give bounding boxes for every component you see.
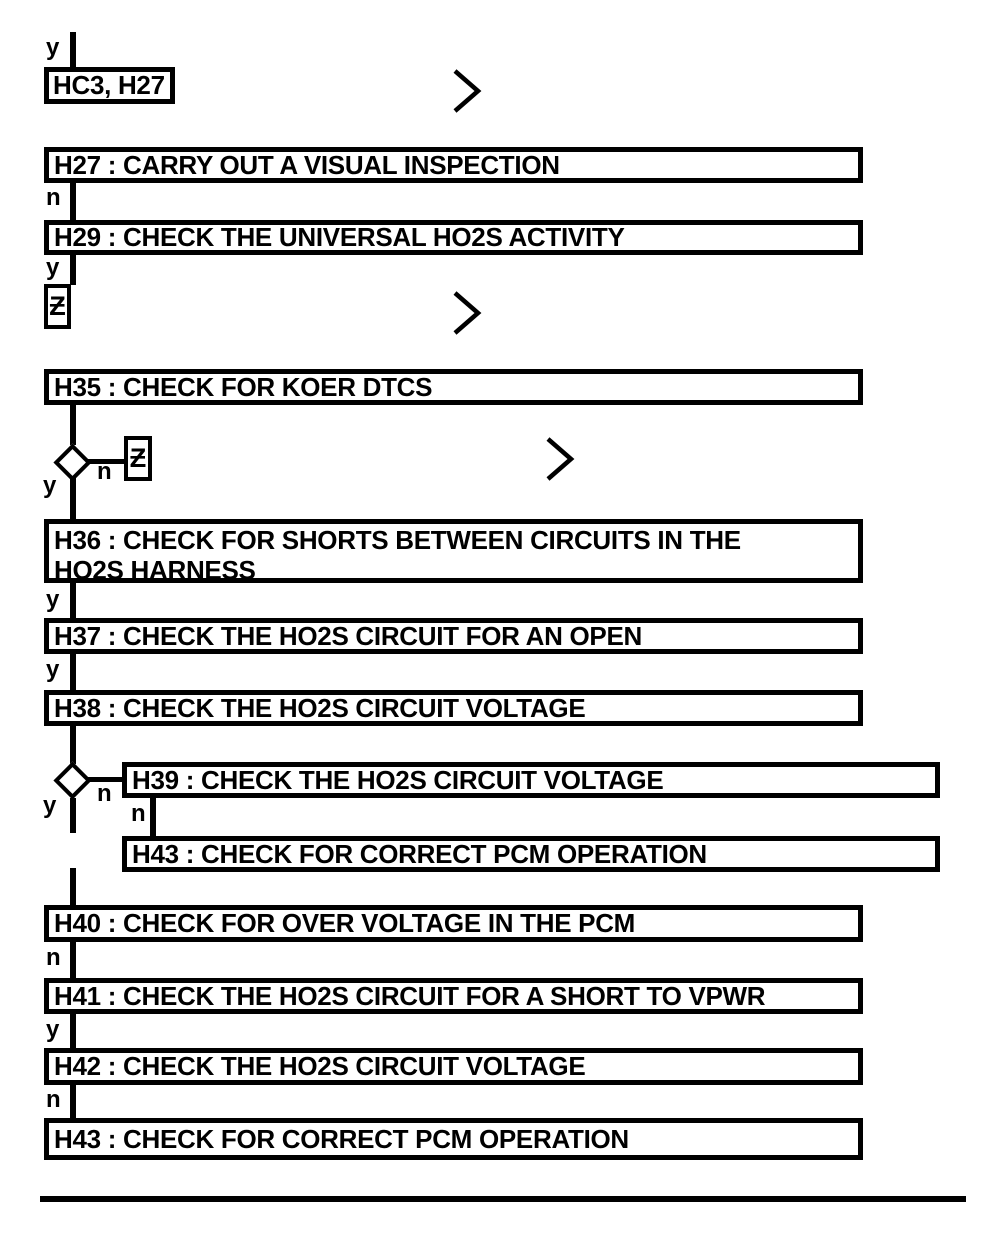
goto-z-connector: Ƶ (124, 436, 152, 481)
connector-line (88, 777, 124, 782)
node-h41: H41 : CHECK THE HO2S CIRCUIT FOR A SHORT… (44, 978, 863, 1014)
connector-line (70, 1085, 76, 1118)
branch-label-yes: y (46, 1016, 60, 1043)
goto-z-symbol: Ƶ (129, 443, 147, 473)
node-h42-label: H42 : CHECK THE HO2S CIRCUIT VOLTAGE (54, 1051, 586, 1081)
branch-label-no: n (46, 184, 61, 211)
continuation-arrow-icon (453, 291, 482, 335)
continuation-arrow-icon (546, 437, 575, 481)
decision-diamond-icon (53, 761, 92, 800)
node-h38-label: H38 : CHECK THE HO2S CIRCUIT VOLTAGE (54, 692, 586, 723)
connector-line (70, 583, 76, 619)
branch-label-no: n (131, 800, 146, 827)
node-h36: H36 : CHECK FOR SHORTS BETWEEN CIRCUITS … (44, 519, 863, 585)
connector-line (70, 32, 76, 69)
node-h29-label: H29 : CHECK THE UNIVERSAL HO2S ACTIVITY (54, 222, 625, 252)
connector-line (70, 654, 76, 691)
connector-line (150, 798, 156, 836)
connector-line (88, 459, 126, 464)
connector-line (70, 255, 76, 285)
node-h27: H27 : CARRY OUT A VISUAL INSPECTION (44, 147, 863, 183)
branch-label-no: n (46, 944, 61, 971)
connector-line (70, 405, 76, 445)
decision-diamond-icon (53, 443, 92, 482)
node-h35: H35 : CHECK FOR KOER DTCS (44, 369, 863, 405)
node-h37-label: H37 : CHECK THE HO2S CIRCUIT FOR AN OPEN (54, 620, 642, 651)
branch-label-yes: y (43, 472, 57, 499)
connector-line (70, 183, 76, 220)
branch-label-no: n (46, 1086, 61, 1113)
goto-z-connector: Ƶ (44, 284, 71, 329)
node-h41-label: H41 : CHECK THE HO2S CIRCUIT FOR A SHORT… (54, 980, 766, 1011)
connector-line (70, 868, 76, 905)
node-h35-label: H35 : CHECK FOR KOER DTCS (54, 371, 433, 402)
node-h43-final-label: H43 : CHECK FOR CORRECT PCM OPERATION (54, 1123, 629, 1154)
goto-z-symbol: Ƶ (49, 291, 66, 321)
node-h27-label: H27 : CARRY OUT A VISUAL INSPECTION (54, 149, 560, 180)
entry-reference-label: HC3, H27 (53, 70, 165, 100)
branch-label-yes: y (43, 792, 57, 819)
node-h39: H39 : CHECK THE HO2S CIRCUIT VOLTAGE (122, 762, 940, 798)
connector-line (70, 942, 76, 978)
connector-line (70, 478, 76, 520)
branch-label-yes: y (46, 586, 60, 613)
node-h39-label: H39 : CHECK THE HO2S CIRCUIT VOLTAGE (132, 764, 664, 795)
node-h36-label-line1: H36 : CHECK FOR SHORTS BETWEEN CIRCUITS … (54, 525, 741, 555)
node-h29: H29 : CHECK THE UNIVERSAL HO2S ACTIVITY (44, 220, 863, 255)
branch-label-no: n (97, 780, 112, 807)
connector-line (70, 726, 76, 764)
bottom-divider (40, 1196, 966, 1202)
node-h38: H38 : CHECK THE HO2S CIRCUIT VOLTAGE (44, 690, 863, 726)
node-h36-label-line2: HO2S HARNESS (54, 555, 256, 585)
node-h43-branch: H43 : CHECK FOR CORRECT PCM OPERATION (122, 836, 940, 872)
branch-label-yes: y (46, 34, 60, 61)
node-h43-final: H43 : CHECK FOR CORRECT PCM OPERATION (44, 1118, 863, 1160)
branch-label-no: n (97, 458, 112, 485)
node-h40-label: H40 : CHECK FOR OVER VOLTAGE IN THE PCM (54, 908, 636, 938)
branch-label-yes: y (46, 656, 60, 683)
node-h42: H42 : CHECK THE HO2S CIRCUIT VOLTAGE (44, 1048, 863, 1085)
connector-line (70, 798, 76, 833)
connector-line (70, 1014, 76, 1048)
entry-reference-node: HC3, H27 (44, 67, 175, 104)
continuation-arrow-icon (453, 69, 482, 113)
node-h37: H37 : CHECK THE HO2S CIRCUIT FOR AN OPEN (44, 618, 863, 654)
node-h40: H40 : CHECK FOR OVER VOLTAGE IN THE PCM (44, 905, 863, 942)
node-h43-branch-label: H43 : CHECK FOR CORRECT PCM OPERATION (132, 838, 707, 869)
branch-label-yes: y (46, 254, 60, 281)
